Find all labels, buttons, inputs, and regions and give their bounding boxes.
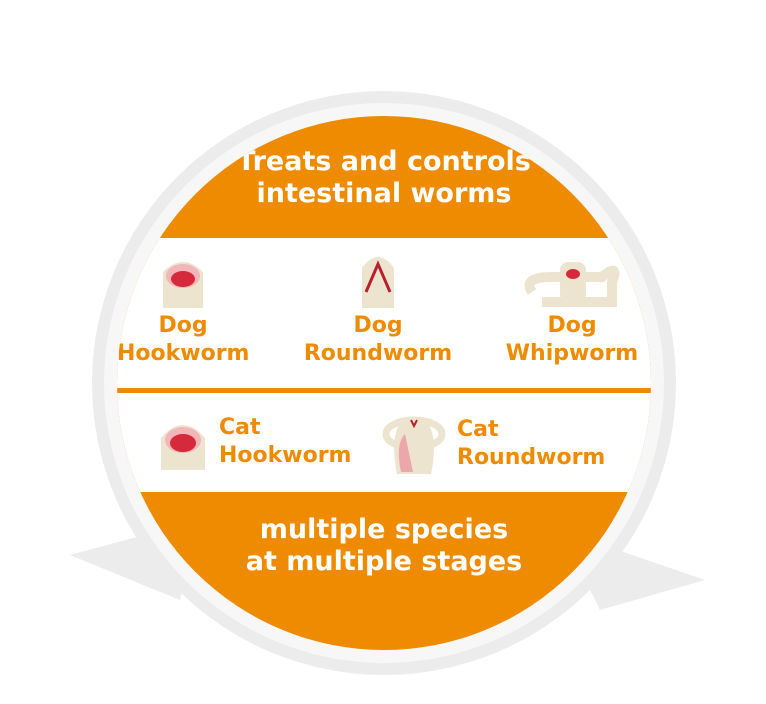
cat-roundworm: Cat Roundworm <box>379 414 605 474</box>
cat-worms-band <box>117 393 651 492</box>
roundworm-icon <box>362 257 394 308</box>
footer-title: multiple species at multiple stages <box>245 514 523 577</box>
roundworm-icon <box>382 416 446 474</box>
whipworm-icon <box>524 262 620 307</box>
hookworm-icon <box>161 425 205 470</box>
hookworm-icon <box>163 262 203 308</box>
dog-whipworm: Dog Whipworm <box>502 252 642 368</box>
header-title: Treats and controls intestinal worms <box>237 146 531 209</box>
orange-circle: Treats and controls intestinal worms Dog… <box>117 116 651 650</box>
cat-hookworm: Cat Hookworm <box>155 414 351 470</box>
dog-hookworm: Dog Hookworm <box>117 252 249 368</box>
dog-roundworm: Dog Roundworm <box>303 252 453 368</box>
